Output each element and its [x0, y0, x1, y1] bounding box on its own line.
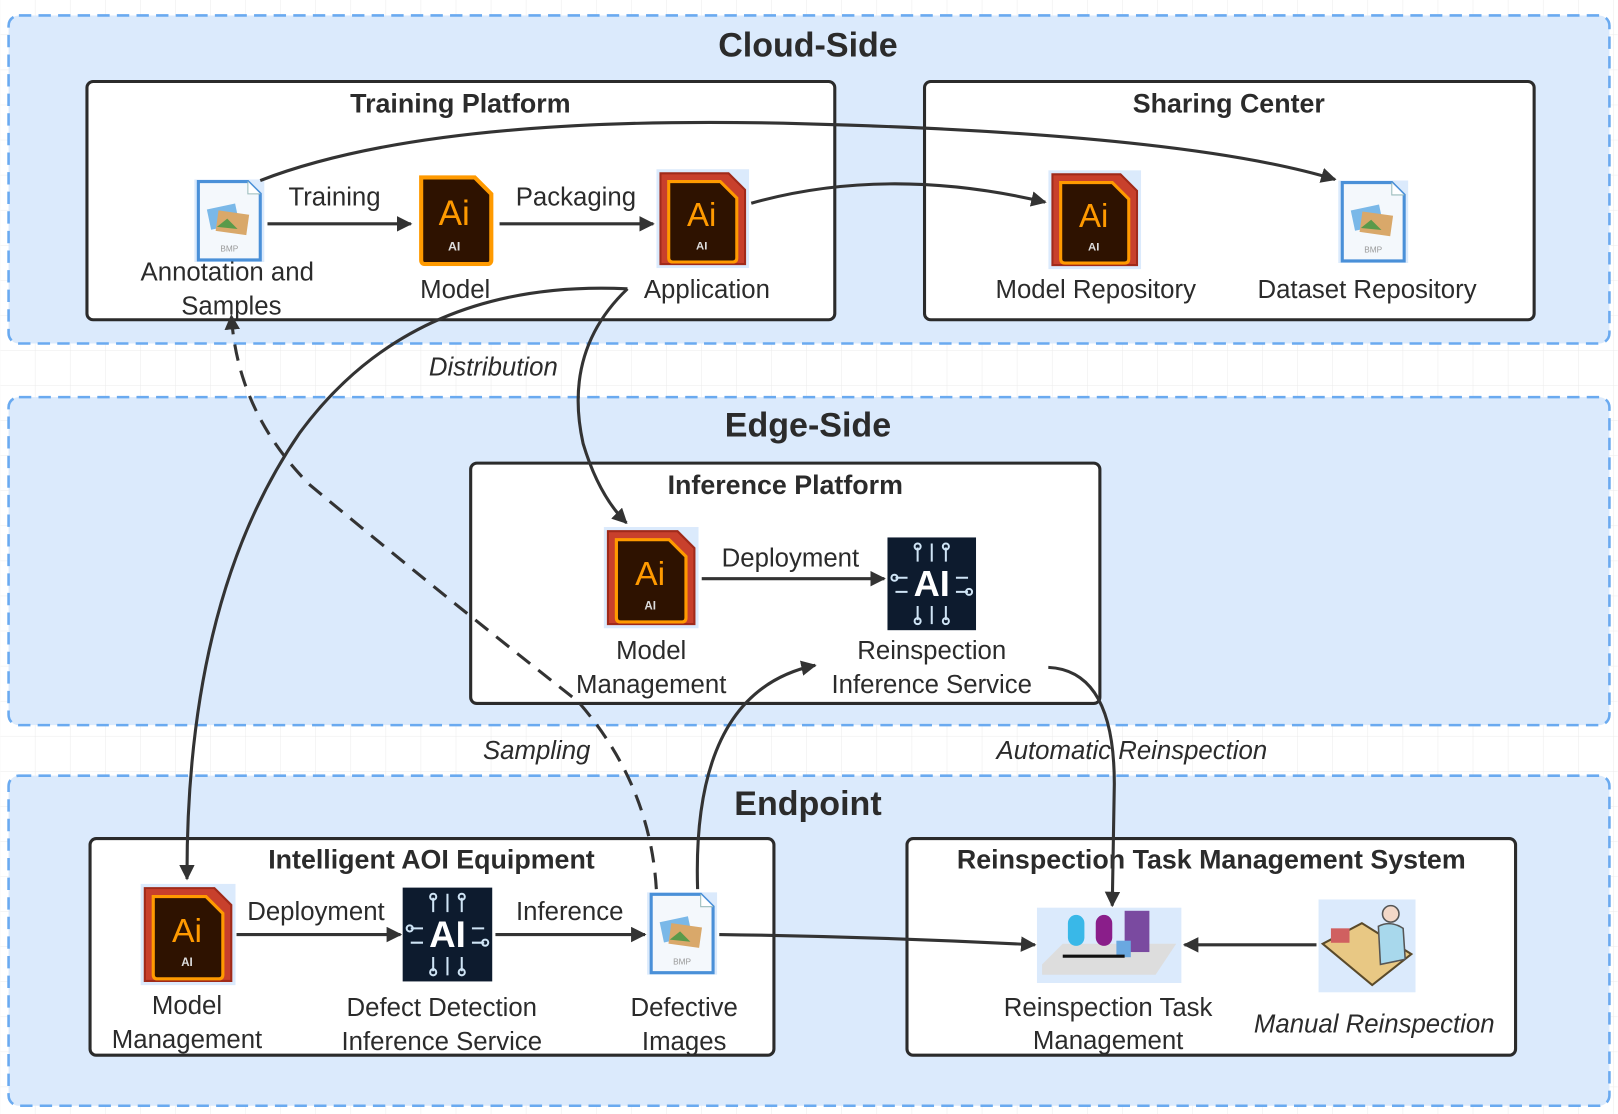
distribution-label: Distribution — [429, 353, 558, 381]
aoi-deployment-label: Deployment — [247, 898, 384, 926]
automatic-reinspection-label: Automatic Reinspection — [995, 737, 1268, 765]
manual-reinspection-label: Manual Reinspection — [1254, 1011, 1495, 1039]
bmp-image-file-icon — [194, 179, 265, 262]
edge-images-to-tasks — [719, 932, 1037, 952]
edge-model-mgmt-label-1: Model — [616, 637, 686, 665]
edge-model-mgmt-label-2: Management — [576, 671, 726, 699]
edge-defective-to-inference — [695, 660, 817, 890]
aoi-inference-label: Inference — [516, 898, 623, 926]
defective-images-label-1: Defective — [630, 994, 737, 1022]
adobe-ai-package-icon — [1048, 170, 1142, 270]
edge-distribution-edge — [576, 287, 629, 525]
defective-images-label-2: Images — [642, 1028, 727, 1056]
reinspection-tms-box: Reinspection Task Management System Rein… — [905, 837, 1518, 1057]
aoi-equipment-title: Intelligent AOI Equipment — [268, 845, 595, 875]
ai-chip-icon — [887, 536, 977, 632]
endpoint-title: Endpoint — [734, 785, 881, 823]
inference-platform-box: Inference Platform Model Management Rein… — [469, 461, 1102, 706]
training-platform-title: Training Platform — [350, 88, 570, 118]
model-label: Model — [420, 276, 490, 304]
adobe-ai-file-icon — [421, 177, 491, 264]
defect-service-label-1: Defect Detection — [347, 994, 537, 1022]
task-mgmt-label-2: Management — [1033, 1027, 1183, 1055]
edge-side-title: Edge-Side — [725, 406, 891, 444]
model-repository-label: Model Repository — [996, 276, 1197, 304]
operator-at-desk-icon — [1318, 899, 1416, 993]
training-edge-label: Training — [288, 183, 380, 211]
sampling-label: Sampling — [483, 737, 591, 765]
application-label: Application — [644, 276, 770, 304]
edges — [179, 120, 1337, 953]
annotation-label-1: Annotation and — [141, 259, 314, 287]
edge-automatic-reinspection — [1048, 665, 1121, 908]
bmp-image-file-icon — [1338, 180, 1409, 264]
task-mgmt-label-1: Reinspection Task — [1004, 994, 1213, 1022]
edge-deployment-label: Deployment — [722, 544, 859, 572]
cloud-side-title: Cloud-Side — [718, 27, 898, 65]
adobe-ai-package-icon — [140, 882, 236, 987]
server-workstation-icon — [1036, 907, 1182, 984]
packaging-edge-label: Packaging — [516, 183, 636, 211]
reinspection-service-label-2: Inference Service — [831, 671, 1032, 699]
sharing-center-title: Sharing Center — [1133, 88, 1326, 118]
training-platform-box: Training Platform Annotation and Samples… — [85, 79, 837, 322]
reinspection-service-label-1: Reinspection — [857, 637, 1006, 665]
adobe-ai-package-icon — [656, 169, 750, 269]
inference-platform-title: Inference Platform — [668, 470, 903, 500]
annotation-label-2: Samples — [181, 293, 281, 321]
bmp-image-file-icon — [647, 892, 718, 975]
edge-sampling — [224, 314, 658, 890]
edge-distribution-endpoint — [179, 286, 628, 881]
aoi-equipment-box: Intelligent AOI Equipment Model Manageme… — [88, 837, 776, 1057]
edge-model-share — [750, 182, 1047, 207]
defect-service-label-2: Inference Service — [342, 1028, 543, 1056]
adobe-ai-package-icon — [603, 526, 699, 630]
aoi-model-mgmt-label-2: Management — [112, 1026, 262, 1054]
sharing-center-box: Sharing Center Model Repository Dataset … — [922, 79, 1536, 322]
edge-dataset-share — [259, 120, 1337, 183]
dataset-repository-label: Dataset Repository — [1257, 276, 1476, 304]
reinspection-tms-title: Reinspection Task Management System — [957, 845, 1466, 875]
aoi-model-mgmt-label-1: Model — [152, 992, 222, 1020]
ai-chip-icon — [402, 887, 493, 982]
